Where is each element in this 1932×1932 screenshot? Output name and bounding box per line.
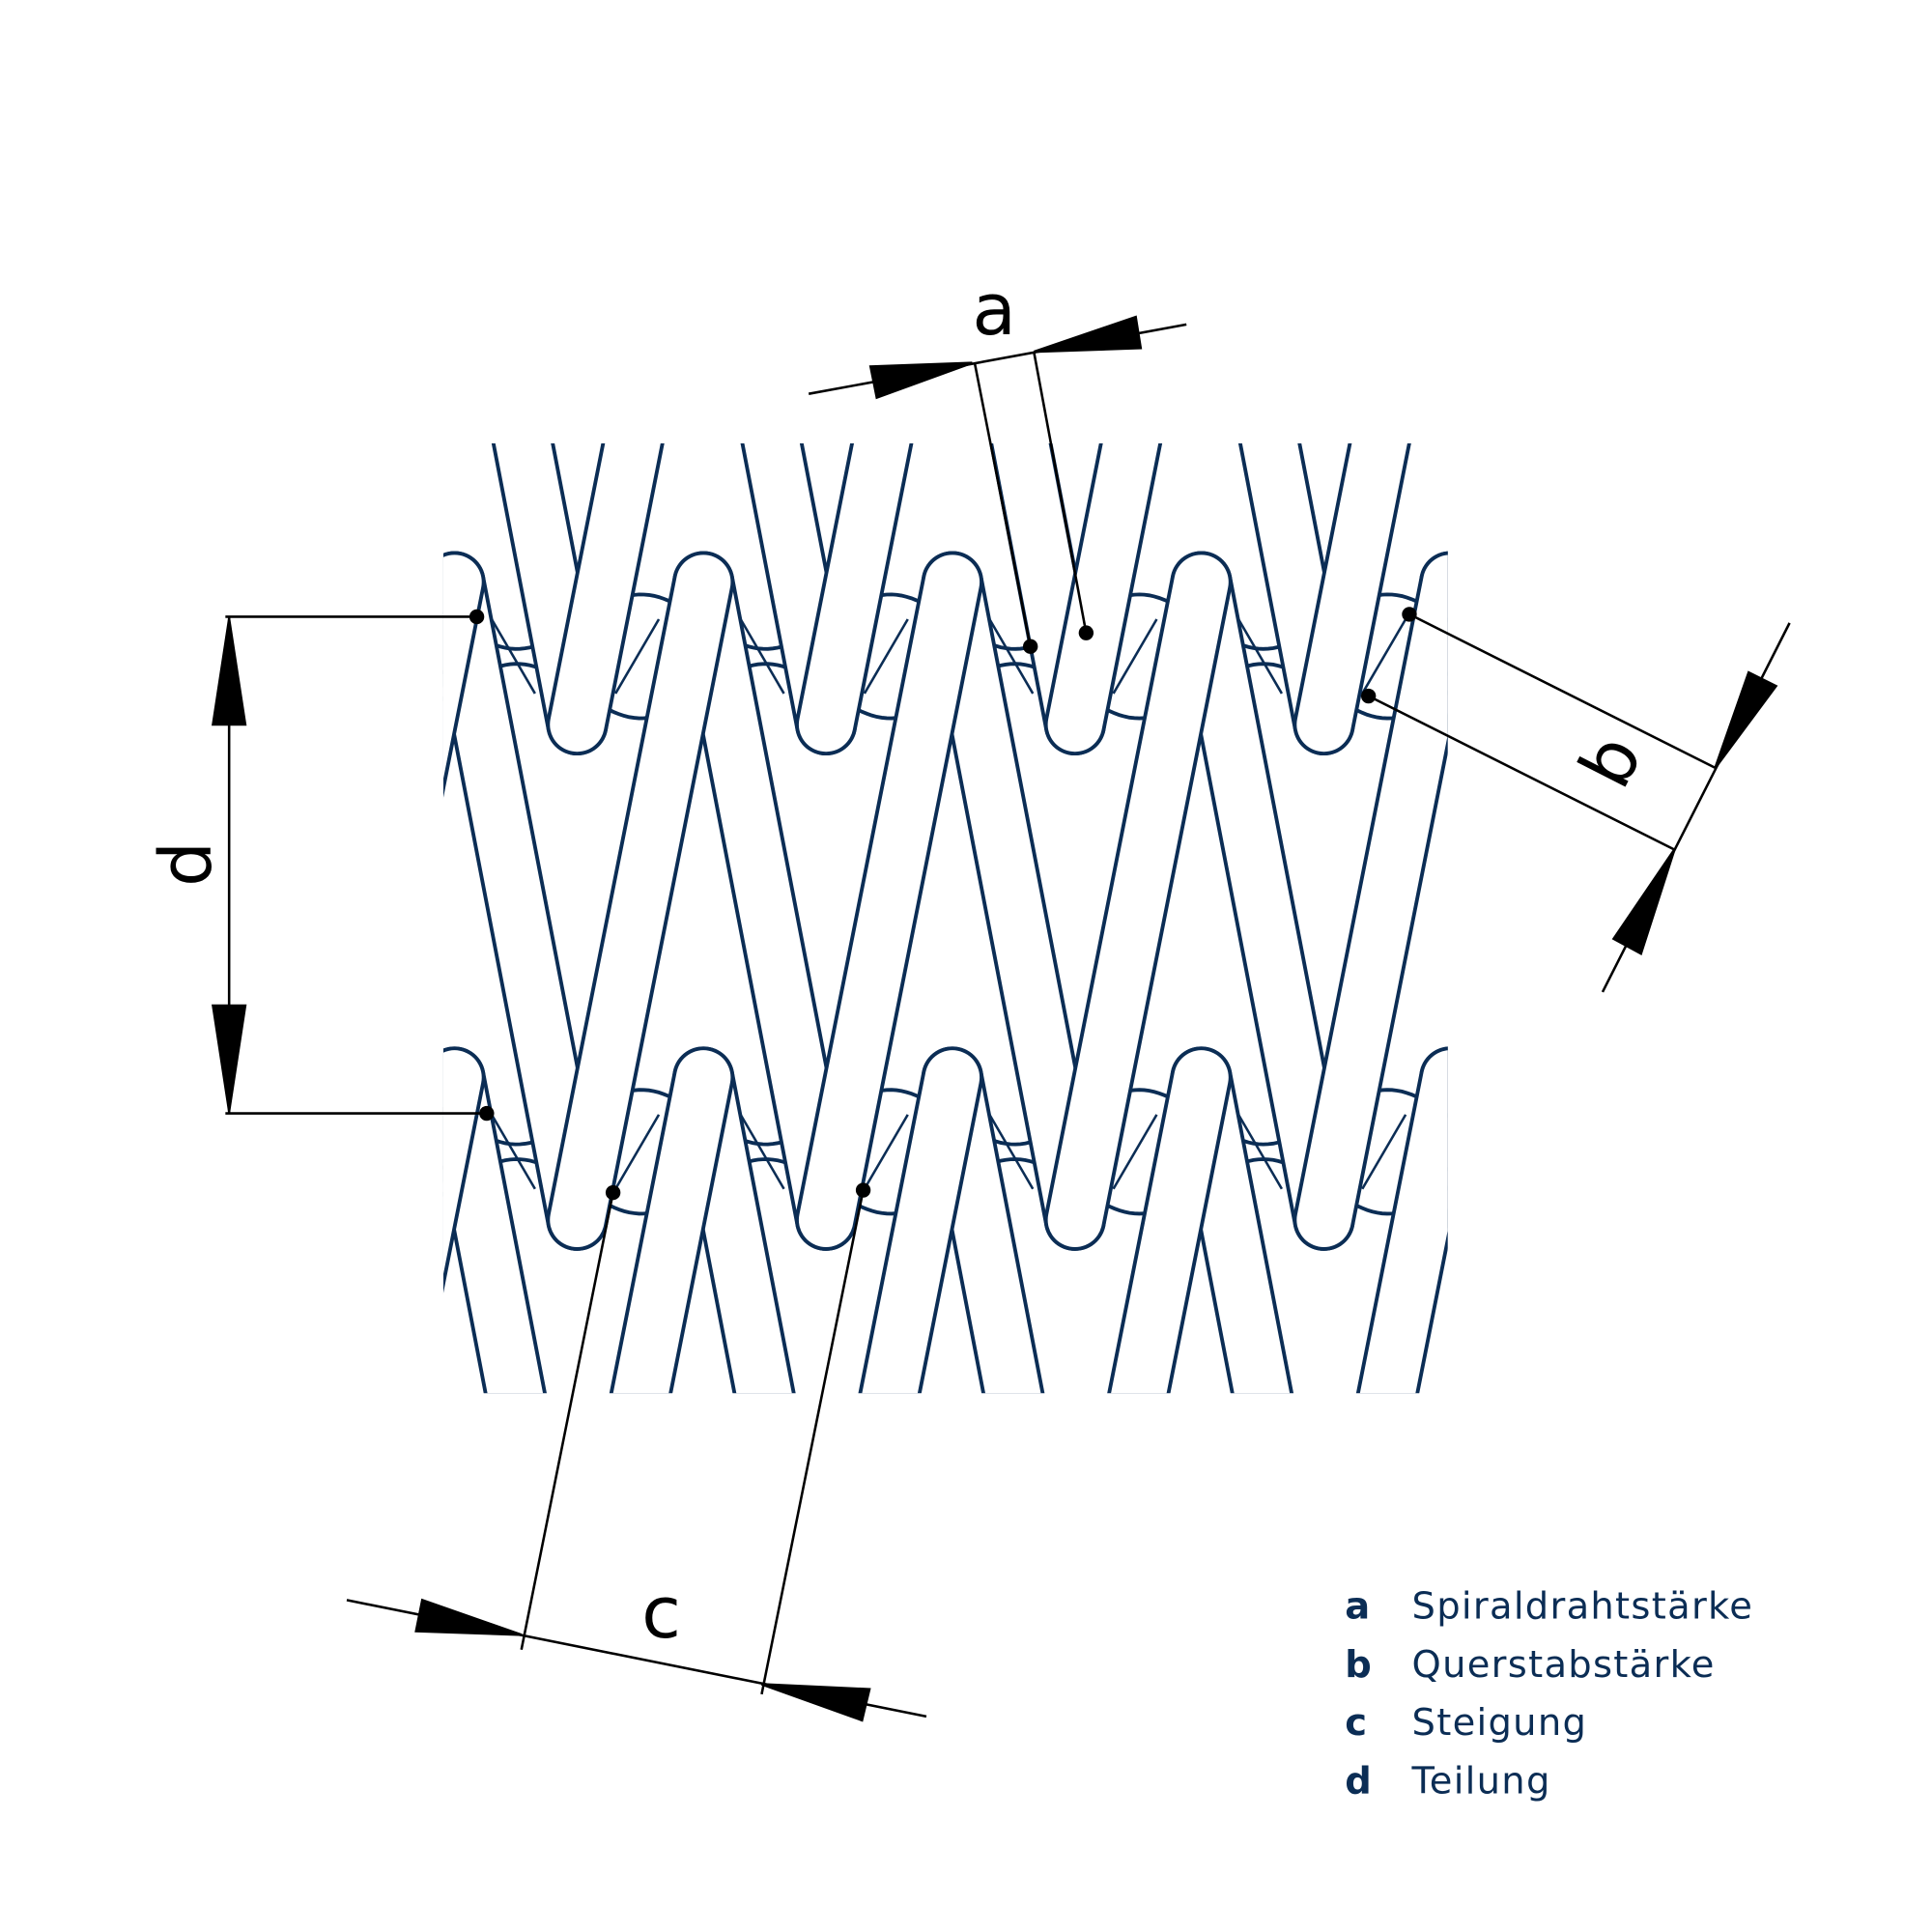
spiral-wire-fill [1047,554,1229,1248]
spiral-wire-fill [924,1050,1041,1394]
spiral-wire-fill [1047,442,1159,753]
spiral-wire-fill [798,442,910,753]
spiral-wire-fill [993,442,1103,753]
dimension-lines: a b c [144,268,1791,1722]
rod-link [614,618,661,695]
rod-link [1488,1115,1531,1189]
spiral-wire-fill [676,1050,792,1394]
spiral-wire-fill [676,554,854,1248]
spiral-wire-fill [1296,442,1407,753]
dimension-label-c: c [641,1571,681,1655]
spiral-wire-fill [1174,554,1351,1248]
rod-link [1236,618,1284,695]
spiral-wire-fill [798,554,980,1248]
dimension-c: c [346,1182,927,1722]
rod-segment [1655,667,1711,676]
spiral-wire-fill [442,1050,544,1394]
spiral-wire-outline [328,87,455,724]
rod-link [366,619,410,694]
spiral-wire-fill [612,1050,731,1394]
rod-link [366,1115,410,1189]
rod-link [1112,618,1158,695]
spiral-wire-fill [744,442,854,753]
dimension-label-a: a [972,268,1016,352]
dimension-a: a [808,268,1187,654]
rod-link [1112,1114,1158,1190]
rod-link [614,1114,661,1190]
spiral-wire-fill [442,554,482,779]
spiral-wire-fill [1423,554,1448,714]
rod-link [988,618,1035,695]
rod-link [242,1115,286,1189]
spiral-wire-fill [550,442,661,753]
spiral-wire-fill [1111,1050,1229,1394]
spiral-wire-fill [328,87,455,724]
rod-link [242,619,286,694]
spiral-wire-fill [442,554,605,1248]
spiral-wire-fill [495,442,605,753]
spiral-wire-fill [1174,1050,1291,1394]
legend-key-b: b [1345,1643,1372,1687]
wire-mesh [242,87,1711,1394]
rod-segment [286,1122,342,1134]
rod-link [1361,618,1407,695]
legend-label-d: Teilung [1411,1759,1551,1803]
rod-link [739,1114,785,1190]
spiral-wire-fill [550,554,731,1248]
rod-segment [1531,1122,1587,1134]
rod-link [1236,1114,1284,1190]
rod-link [1611,619,1655,694]
legend: a Spiraldrahtstärke b Querstabstärke c S… [1345,1585,1754,1804]
rod-link [863,618,909,695]
spiral-wire-fill [862,1050,980,1394]
spiral-wire-outline [442,551,486,798]
legend-key-d: d [1345,1759,1372,1803]
legend-label-a: Spiraldrahtstärke [1412,1585,1754,1629]
rod-link [863,1114,909,1190]
legend-label-c: Steigung [1412,1701,1588,1745]
legend-label-b: Querstabstärke [1412,1643,1716,1687]
spiral-wire-fill [1450,87,1573,724]
spiral-wire-outline [1419,551,1448,734]
rod-link [739,618,785,695]
spiral-wire-fill [924,554,1103,1248]
rod-link [1611,1115,1655,1189]
spiral-wire-fill [1296,554,1448,1248]
rod-segment [1531,627,1587,639]
spiral-wires [328,87,1573,1394]
dimension-d: d [144,609,495,1122]
legend-key-c: c [1345,1701,1367,1745]
dimension-label-d: d [144,841,228,887]
spiral-wire-outline [1450,87,1573,724]
spiral-wire-fill [1241,442,1351,753]
rod-link [1361,1114,1407,1190]
legend-key-a: a [1345,1585,1370,1629]
spiral-wire-fill [1359,1050,1448,1394]
rod-segment [286,627,342,639]
rod-segment [1655,1162,1711,1172]
rod-link [490,618,536,695]
rod-link [988,1114,1035,1190]
rod-link [490,1114,536,1190]
